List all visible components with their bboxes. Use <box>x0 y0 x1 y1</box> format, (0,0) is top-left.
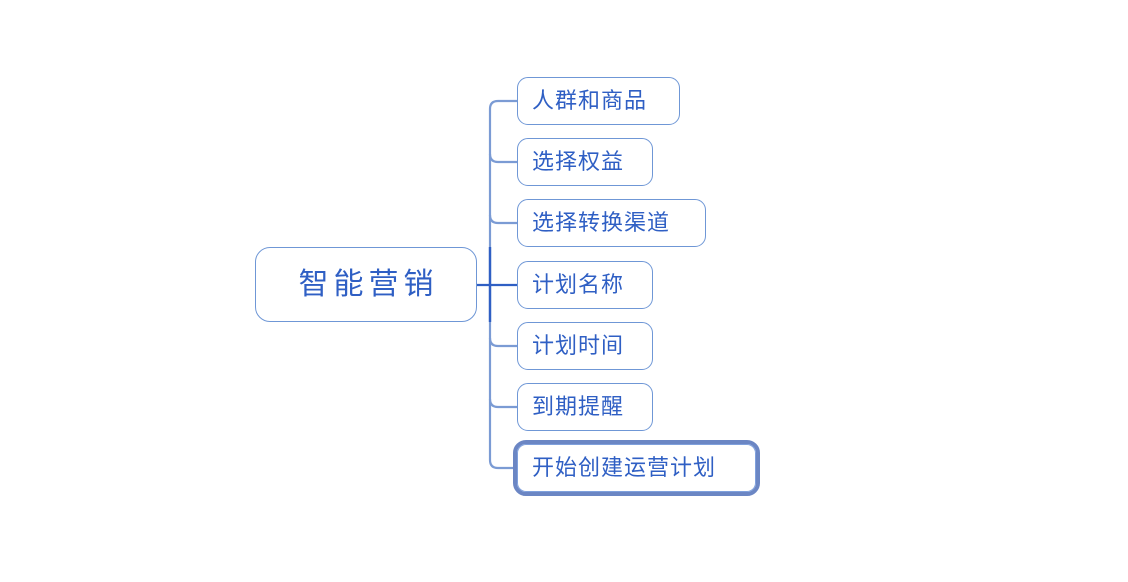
node-label: 选择转换渠道 <box>532 210 671 235</box>
node-audience-and-products[interactable]: 人群和商品 <box>517 77 680 125</box>
node-label: 人群和商品 <box>532 88 648 113</box>
node-start-creating-operation-plan[interactable]: 开始创建运营计划 <box>517 444 756 492</box>
node-label: 计划名称 <box>532 272 625 297</box>
node-select-conversion-channel[interactable]: 选择转换渠道 <box>517 199 706 247</box>
node-plan-time[interactable]: 计划时间 <box>517 322 653 370</box>
node-label: 选择权益 <box>532 149 625 174</box>
node-label: 开始创建运营计划 <box>532 455 717 480</box>
root-node-label: 智能营销 <box>298 267 439 301</box>
selection-highlight-frame <box>513 440 760 496</box>
node-label: 计划时间 <box>532 333 625 358</box>
node-expiry-reminder[interactable]: 到期提醒 <box>517 383 653 431</box>
root-node-smart-marketing[interactable]: 智能营销 <box>255 247 477 322</box>
node-label: 到期提醒 <box>532 394 625 419</box>
node-select-benefits[interactable]: 选择权益 <box>517 138 653 186</box>
node-plan-name[interactable]: 计划名称 <box>517 261 653 309</box>
